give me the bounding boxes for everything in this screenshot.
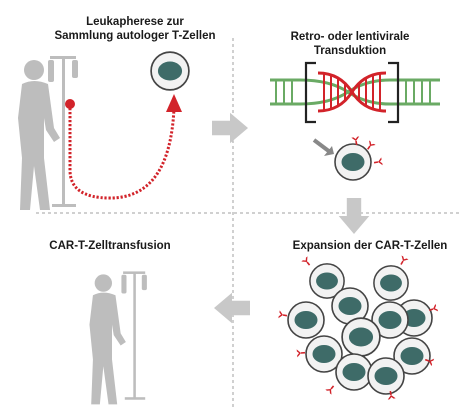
transduction-scene [270,61,440,181]
car-t-cell-icon [296,335,343,373]
car-t-cell-icon [341,317,381,357]
process-arrow-right-icon [212,112,248,144]
step-title-expansion: Expansion der CAR-T-Zellen [275,239,465,253]
process-arrow-left-icon [214,292,250,324]
step-title-transfusion: CAR-T-Zelltransfusion [30,239,190,253]
patient-figure-icon [89,274,126,405]
leukapheresis-scene [18,51,190,210]
collected-t-cell-icon [150,51,190,91]
dna-double-helix-icon [270,61,440,124]
iv-pole-icon [121,271,147,400]
step-title-transduction-line1: Retro- oder lentivirale [290,31,410,43]
step-title-leukapheresis-line2: Sammlung autologer T-Zellen [54,30,216,42]
car-t-cell-icon [367,357,405,400]
car-t-cell-icon [373,255,409,301]
step-title-leukapheresis: Leukapherese zur Sammlung autologer T-Ze… [40,15,230,43]
patient-figure-icon [18,60,60,210]
process-arrow-down-icon [338,198,370,234]
step-title-leukapheresis-line1: Leukapherese zur [86,16,184,28]
step-title-expansion-line1: Expansion der CAR-T-Zellen [292,240,448,252]
car-t-cell-icon [278,301,325,339]
step-title-transduction: Retro- oder lentivirale Transduktion [270,30,430,58]
step-title-transfusion-line1: CAR-T-Zelltransfusion [49,240,171,252]
expansion-scene [278,255,439,400]
tube-arrowhead-icon [166,94,182,112]
tube-connector-icon [65,99,75,109]
apheresis-tube-icon [68,104,176,200]
car-t-cell-icon [334,136,383,181]
transfusion-scene [89,271,147,405]
step-title-transduction-line2: Transduktion [313,45,387,57]
transduction-arrow-icon [312,138,332,154]
